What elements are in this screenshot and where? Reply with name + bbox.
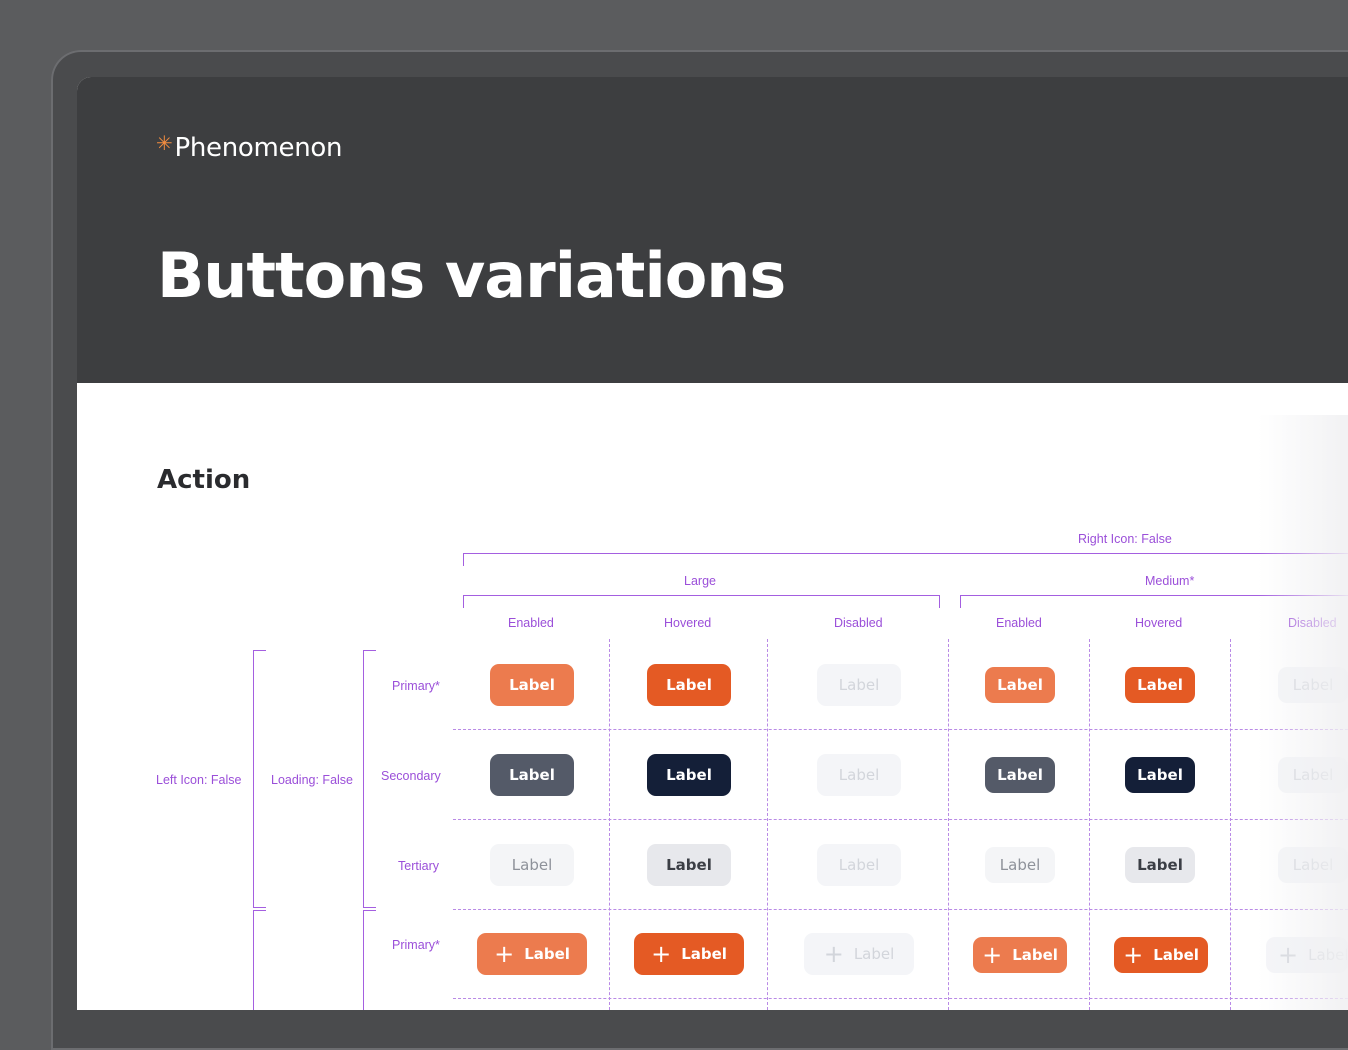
primary-icon-medium-disabled-button[interactable]: + Label xyxy=(1266,937,1348,973)
secondary-large-hovered-button[interactable]: Label xyxy=(647,754,731,796)
secondary-large-disabled-button[interactable]: Label xyxy=(817,754,901,796)
col-large-disabled: Disabled xyxy=(834,616,883,630)
plus-icon: + xyxy=(494,940,515,968)
tertiary-large-enabled-button[interactable]: Label xyxy=(490,844,574,886)
grid-divider xyxy=(767,639,768,1010)
col-large-enabled: Enabled xyxy=(508,616,554,630)
col-medium-enabled: Enabled xyxy=(996,616,1042,630)
bracket-medium xyxy=(960,595,1348,608)
col-medium-hovered: Hovered xyxy=(1135,616,1183,630)
tertiary-medium-hovered-button[interactable]: Label xyxy=(1125,847,1195,883)
button-label: Label xyxy=(853,945,895,963)
plus-icon: + xyxy=(1123,941,1144,969)
row-label-primary: Primary* xyxy=(392,679,440,693)
bracket-loading-top xyxy=(363,650,376,908)
grid-divider xyxy=(948,639,949,1010)
group-label-large: Large xyxy=(684,574,716,588)
primary-icon-medium-enabled-button[interactable]: + Label xyxy=(973,937,1067,973)
brand-name: Phenomenon xyxy=(174,133,343,163)
bracket-left-icon-top xyxy=(253,650,266,908)
asterisk-icon: ✳ xyxy=(156,131,173,155)
grid-divider xyxy=(453,819,1348,820)
section-title: Action xyxy=(157,465,251,495)
secondary-medium-enabled-button[interactable]: Label xyxy=(985,757,1055,793)
primary-icon-large-hovered-button[interactable]: + Label xyxy=(634,933,744,975)
bracket-large xyxy=(463,595,940,608)
plus-icon: + xyxy=(651,940,672,968)
brand-logo: ✳Phenomenon xyxy=(156,131,343,163)
row-label-tertiary: Tertiary xyxy=(398,859,439,873)
plus-icon: + xyxy=(1278,941,1299,969)
secondary-medium-disabled-button[interactable]: Label xyxy=(1278,757,1348,793)
button-label: Label xyxy=(1153,946,1199,964)
group-label-loading: Loading: False xyxy=(271,773,354,787)
group-label-right-icon: Right Icon: False xyxy=(1078,532,1172,546)
bracket-left-icon-bottom xyxy=(253,910,266,1010)
primary-medium-enabled-button[interactable]: Label xyxy=(985,667,1055,703)
primary-large-hovered-button[interactable]: Label xyxy=(647,664,731,706)
grid-divider xyxy=(1230,639,1231,1010)
col-large-hovered: Hovered xyxy=(664,616,712,630)
plus-icon: + xyxy=(823,940,844,968)
button-label: Label xyxy=(681,945,727,963)
grid-divider xyxy=(453,729,1348,730)
tertiary-large-disabled-button[interactable]: Label xyxy=(817,844,901,886)
bracket-right-icon xyxy=(463,553,1348,566)
primary-medium-disabled-button[interactable]: Label xyxy=(1278,667,1348,703)
tertiary-medium-enabled-button[interactable]: Label xyxy=(985,847,1055,883)
screen: ✳Phenomenon Buttons variations Action Ri… xyxy=(77,77,1348,1010)
secondary-large-enabled-button[interactable]: Label xyxy=(490,754,574,796)
bracket-loading-bottom xyxy=(363,910,376,1010)
primary-large-enabled-button[interactable]: Label xyxy=(490,664,574,706)
button-label: Label xyxy=(1012,946,1058,964)
primary-icon-medium-hovered-button[interactable]: + Label xyxy=(1114,937,1208,973)
primary-medium-hovered-button[interactable]: Label xyxy=(1125,667,1195,703)
primary-icon-large-disabled-button[interactable]: + Label xyxy=(804,933,914,975)
edge-fade xyxy=(1258,415,1348,1010)
button-label: Label xyxy=(1308,946,1348,964)
button-label: Label xyxy=(524,945,570,963)
page-header: ✳Phenomenon Buttons variations xyxy=(77,77,1348,383)
row-label-secondary: Secondary xyxy=(381,769,441,783)
col-medium-disabled: Disabled xyxy=(1288,616,1337,630)
secondary-medium-hovered-button[interactable]: Label xyxy=(1125,757,1195,793)
primary-icon-large-enabled-button[interactable]: + Label xyxy=(477,933,587,975)
tertiary-large-hovered-button[interactable]: Label xyxy=(647,844,731,886)
grid-divider xyxy=(453,909,1348,910)
group-label-left-icon: Left Icon: False xyxy=(156,773,242,787)
group-label-medium: Medium* xyxy=(1145,574,1195,588)
page-title: Buttons variations xyxy=(157,239,786,312)
grid-divider xyxy=(609,639,610,1010)
grid-divider xyxy=(1089,639,1090,1010)
tertiary-medium-disabled-button[interactable]: Label xyxy=(1278,847,1348,883)
grid-divider xyxy=(453,998,1348,999)
primary-large-disabled-button[interactable]: Label xyxy=(817,664,901,706)
row-label-primary-icon: Primary* xyxy=(392,938,440,952)
plus-icon: + xyxy=(982,941,1003,969)
